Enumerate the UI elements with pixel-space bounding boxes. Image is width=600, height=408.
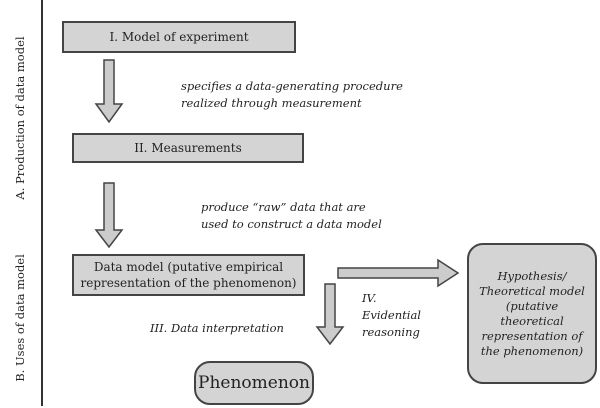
model-of-experiment-label: I. Model of experiment <box>109 30 249 44</box>
section-sidebar: A. Production of data model B. Uses of d… <box>0 0 43 406</box>
hypothesis-line-4: theoretical <box>500 313 564 328</box>
data-model-line-2: representation of the phenomenon) <box>80 276 297 290</box>
annotation-evidential-line-3: reasoning <box>362 325 420 339</box>
measurements-box: II. Measurements <box>72 133 304 163</box>
hypothesis-line-6: the phenomenon) <box>480 343 584 358</box>
annotation-evidential-line-1: IV. <box>362 291 377 305</box>
annotation-evidential-line-2: Evidential <box>362 308 421 322</box>
annotation-specifies-line-2: realized through measurement <box>181 96 362 110</box>
hypothesis-line-5: representation of <box>481 328 583 343</box>
measurements-label: II. Measurements <box>134 141 242 155</box>
annotation-specifies: specifies a data-generating procedure re… <box>181 78 403 112</box>
annotation-specifies-line-1: specifies a data-generating procedure <box>181 79 403 93</box>
phenomenon-label: Phenomenon <box>198 373 310 393</box>
arrow-down-1 <box>94 59 124 124</box>
annotation-interpretation: III. Data interpretation <box>150 321 284 335</box>
annotation-produce-line-1: produce “raw” data that are <box>201 200 366 214</box>
hypothesis-line-1: Hypothesis/ <box>497 268 567 283</box>
arrow-down-2 <box>94 182 124 249</box>
hypothesis-box: Hypothesis/ Theoretical model (putative … <box>467 243 597 384</box>
model-of-experiment-box: I. Model of experiment <box>62 21 296 53</box>
arrow-down-3 <box>315 283 345 346</box>
data-model-line-1: Data model (putative empirical <box>93 260 284 274</box>
hypothesis-line-2: Theoretical model <box>479 283 585 298</box>
arrow-right <box>337 258 460 288</box>
annotation-produce: produce “raw” data that are used to cons… <box>201 199 382 233</box>
data-model-box: Data model (putative empirical represent… <box>72 254 305 296</box>
annotation-produce-line-2: used to construct a data model <box>201 217 382 231</box>
annotation-evidential: IV. Evidential reasoning <box>362 290 421 341</box>
phenomenon-box: Phenomenon <box>194 361 314 405</box>
hypothesis-line-3: (putative <box>505 298 559 313</box>
